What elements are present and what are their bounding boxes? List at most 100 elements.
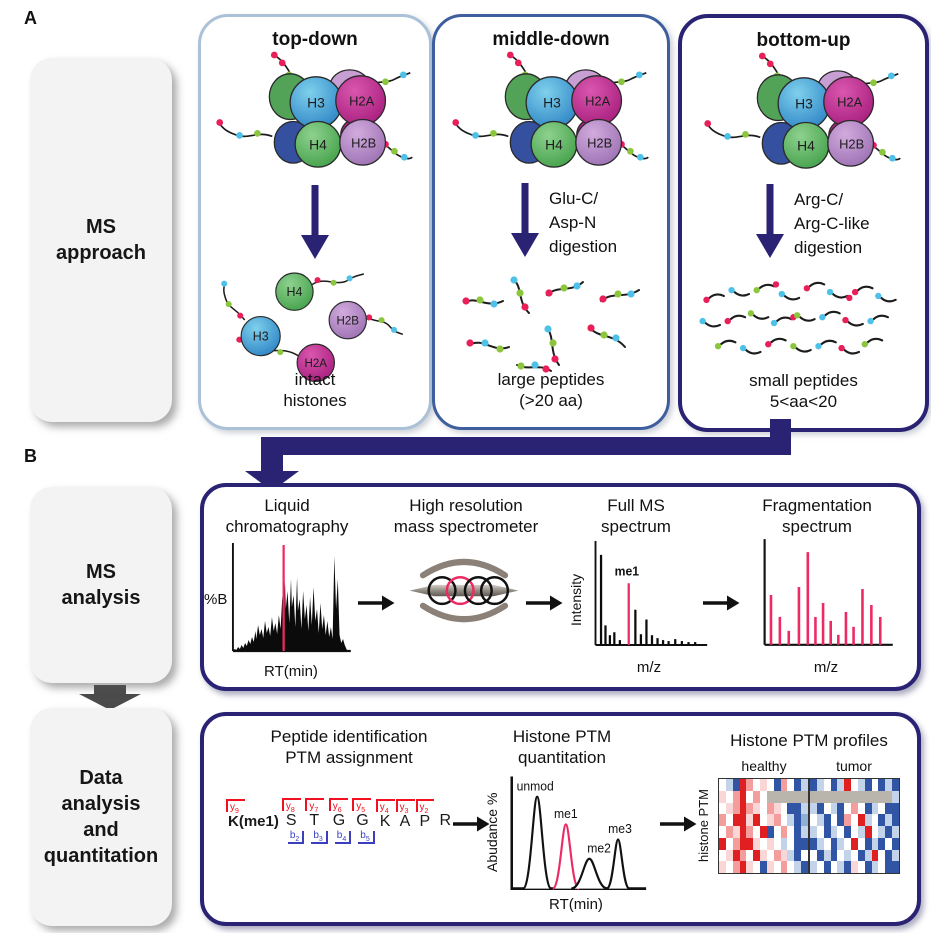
down-arrow-icon <box>752 184 788 262</box>
heatmap-cell <box>787 814 795 826</box>
residue-letter: G <box>332 812 346 829</box>
lc-chromatogram <box>226 539 356 661</box>
heatmap-cell <box>780 861 788 873</box>
heatmap-cell <box>878 802 886 815</box>
heatmap-cell <box>810 779 817 791</box>
lc-trace <box>231 543 351 653</box>
heatmap-cell <box>773 837 781 850</box>
y-ion-label: y6 <box>328 798 348 814</box>
heatmap-cell <box>878 837 886 850</box>
heatmap-cell <box>844 837 852 850</box>
heatmap-cell <box>739 826 747 838</box>
heatmap-cell <box>725 826 733 838</box>
heatmap-cell <box>801 790 808 803</box>
heatmap-cell <box>844 779 852 791</box>
heatmap-cell <box>851 861 858 873</box>
heatmap-cell <box>864 837 872 850</box>
heatmap-cell <box>851 849 858 862</box>
heatmap <box>718 778 900 874</box>
ptm-heatmap <box>718 778 900 874</box>
profiles-title: Histone PTM profiles <box>730 731 888 750</box>
heatmap-cell <box>816 826 824 838</box>
b-ion-label: b2 <box>287 831 305 844</box>
heatmap-cell <box>892 779 899 791</box>
heatmap-cell <box>753 802 761 815</box>
heatmap-cell <box>844 861 852 873</box>
heatmap-cell <box>892 814 899 826</box>
heatmap-cell <box>816 779 824 791</box>
heatmap-cell <box>773 814 781 826</box>
heatmap-cell <box>766 790 774 803</box>
flow-arrow <box>659 814 697 834</box>
down-arrow-icon <box>297 185 333 263</box>
heatmap-cell <box>892 826 899 838</box>
heatmap-cell <box>885 861 893 873</box>
sidebar-ms-approach: MS approach <box>30 58 172 422</box>
frag-xlabel: m/z <box>813 659 839 676</box>
residue-letter: K <box>379 812 391 830</box>
heatmap-cell <box>753 790 761 803</box>
heatmap-cell <box>810 837 817 850</box>
heatmap-block <box>810 779 899 873</box>
flow-arrow <box>452 814 490 834</box>
digestion-label: Arg-C/ Arg-C-like digestion <box>794 190 870 257</box>
heatmap-cell <box>719 814 726 826</box>
heatmap-cell <box>732 802 740 815</box>
heatmap-cell <box>725 790 733 803</box>
heatmap-cell <box>892 861 899 873</box>
heatmap-cell <box>837 837 845 850</box>
heatmap-cell <box>746 814 754 826</box>
heatmap-cell <box>780 837 788 850</box>
heatmap-cell <box>823 837 831 850</box>
heatmap-cell <box>780 779 788 791</box>
panel-a-label: A <box>24 8 37 28</box>
residue-letter: G <box>356 812 369 829</box>
quant-ylabel: Abudance % <box>484 792 500 873</box>
box-bottom-up: bottom-up H3 H2A H4 H2B Arg-C/ Arg-C-lik… <box>678 14 929 432</box>
heatmap-cell <box>766 837 774 850</box>
heatmap-cell <box>823 861 831 873</box>
heatmap-cell <box>760 779 767 791</box>
y-ion-label: y8 <box>281 798 301 814</box>
heatmap-cell <box>871 802 879 815</box>
residue-K: y4Kx <box>375 798 395 844</box>
heatmap-cell <box>753 826 761 838</box>
heatmap-cell <box>816 790 824 803</box>
box-bottom-up-title: bottom-up <box>756 30 851 51</box>
heatmap-cell <box>753 861 761 873</box>
svg-text:H4: H4 <box>286 285 302 299</box>
heatmap-cell <box>871 849 879 862</box>
residue-letter: A <box>399 812 411 830</box>
heatmap-cell <box>801 814 808 826</box>
heatmap-cell <box>857 861 865 873</box>
heatmap-cell <box>892 790 899 803</box>
heatmap-cell <box>732 779 740 791</box>
heatmap-cell <box>719 779 726 791</box>
heatmap-cell <box>871 790 879 803</box>
heatmap-cell <box>760 826 767 838</box>
svg-text:H3: H3 <box>307 95 325 111</box>
heatmap-cell <box>739 861 747 873</box>
heatmap-cell <box>719 861 726 873</box>
heatmap-cell <box>892 837 899 850</box>
ms-analysis-panel: Liquid chromatography %B RT(min) High re… <box>200 483 921 691</box>
heatmap-cell <box>773 849 781 862</box>
right-arrow-icon <box>526 595 563 611</box>
heatmap-cell <box>885 802 893 815</box>
svg-text:me2: me2 <box>587 840 611 856</box>
large-peptides <box>462 276 640 373</box>
heatmap-cell <box>885 814 893 826</box>
heatmap-cell <box>844 790 852 803</box>
heatmap-cell <box>760 802 767 815</box>
heatmap-cell <box>810 826 817 838</box>
heatmap-cell <box>837 826 845 838</box>
svg-text:me3: me3 <box>608 821 632 837</box>
heatmap-cell <box>810 802 817 815</box>
heatmap-cell <box>885 779 893 791</box>
svg-text:H3: H3 <box>253 330 269 344</box>
heatmap-cell <box>851 814 858 826</box>
box-middle-down-title: middle-down <box>492 29 610 50</box>
flow-arrow <box>702 593 740 613</box>
